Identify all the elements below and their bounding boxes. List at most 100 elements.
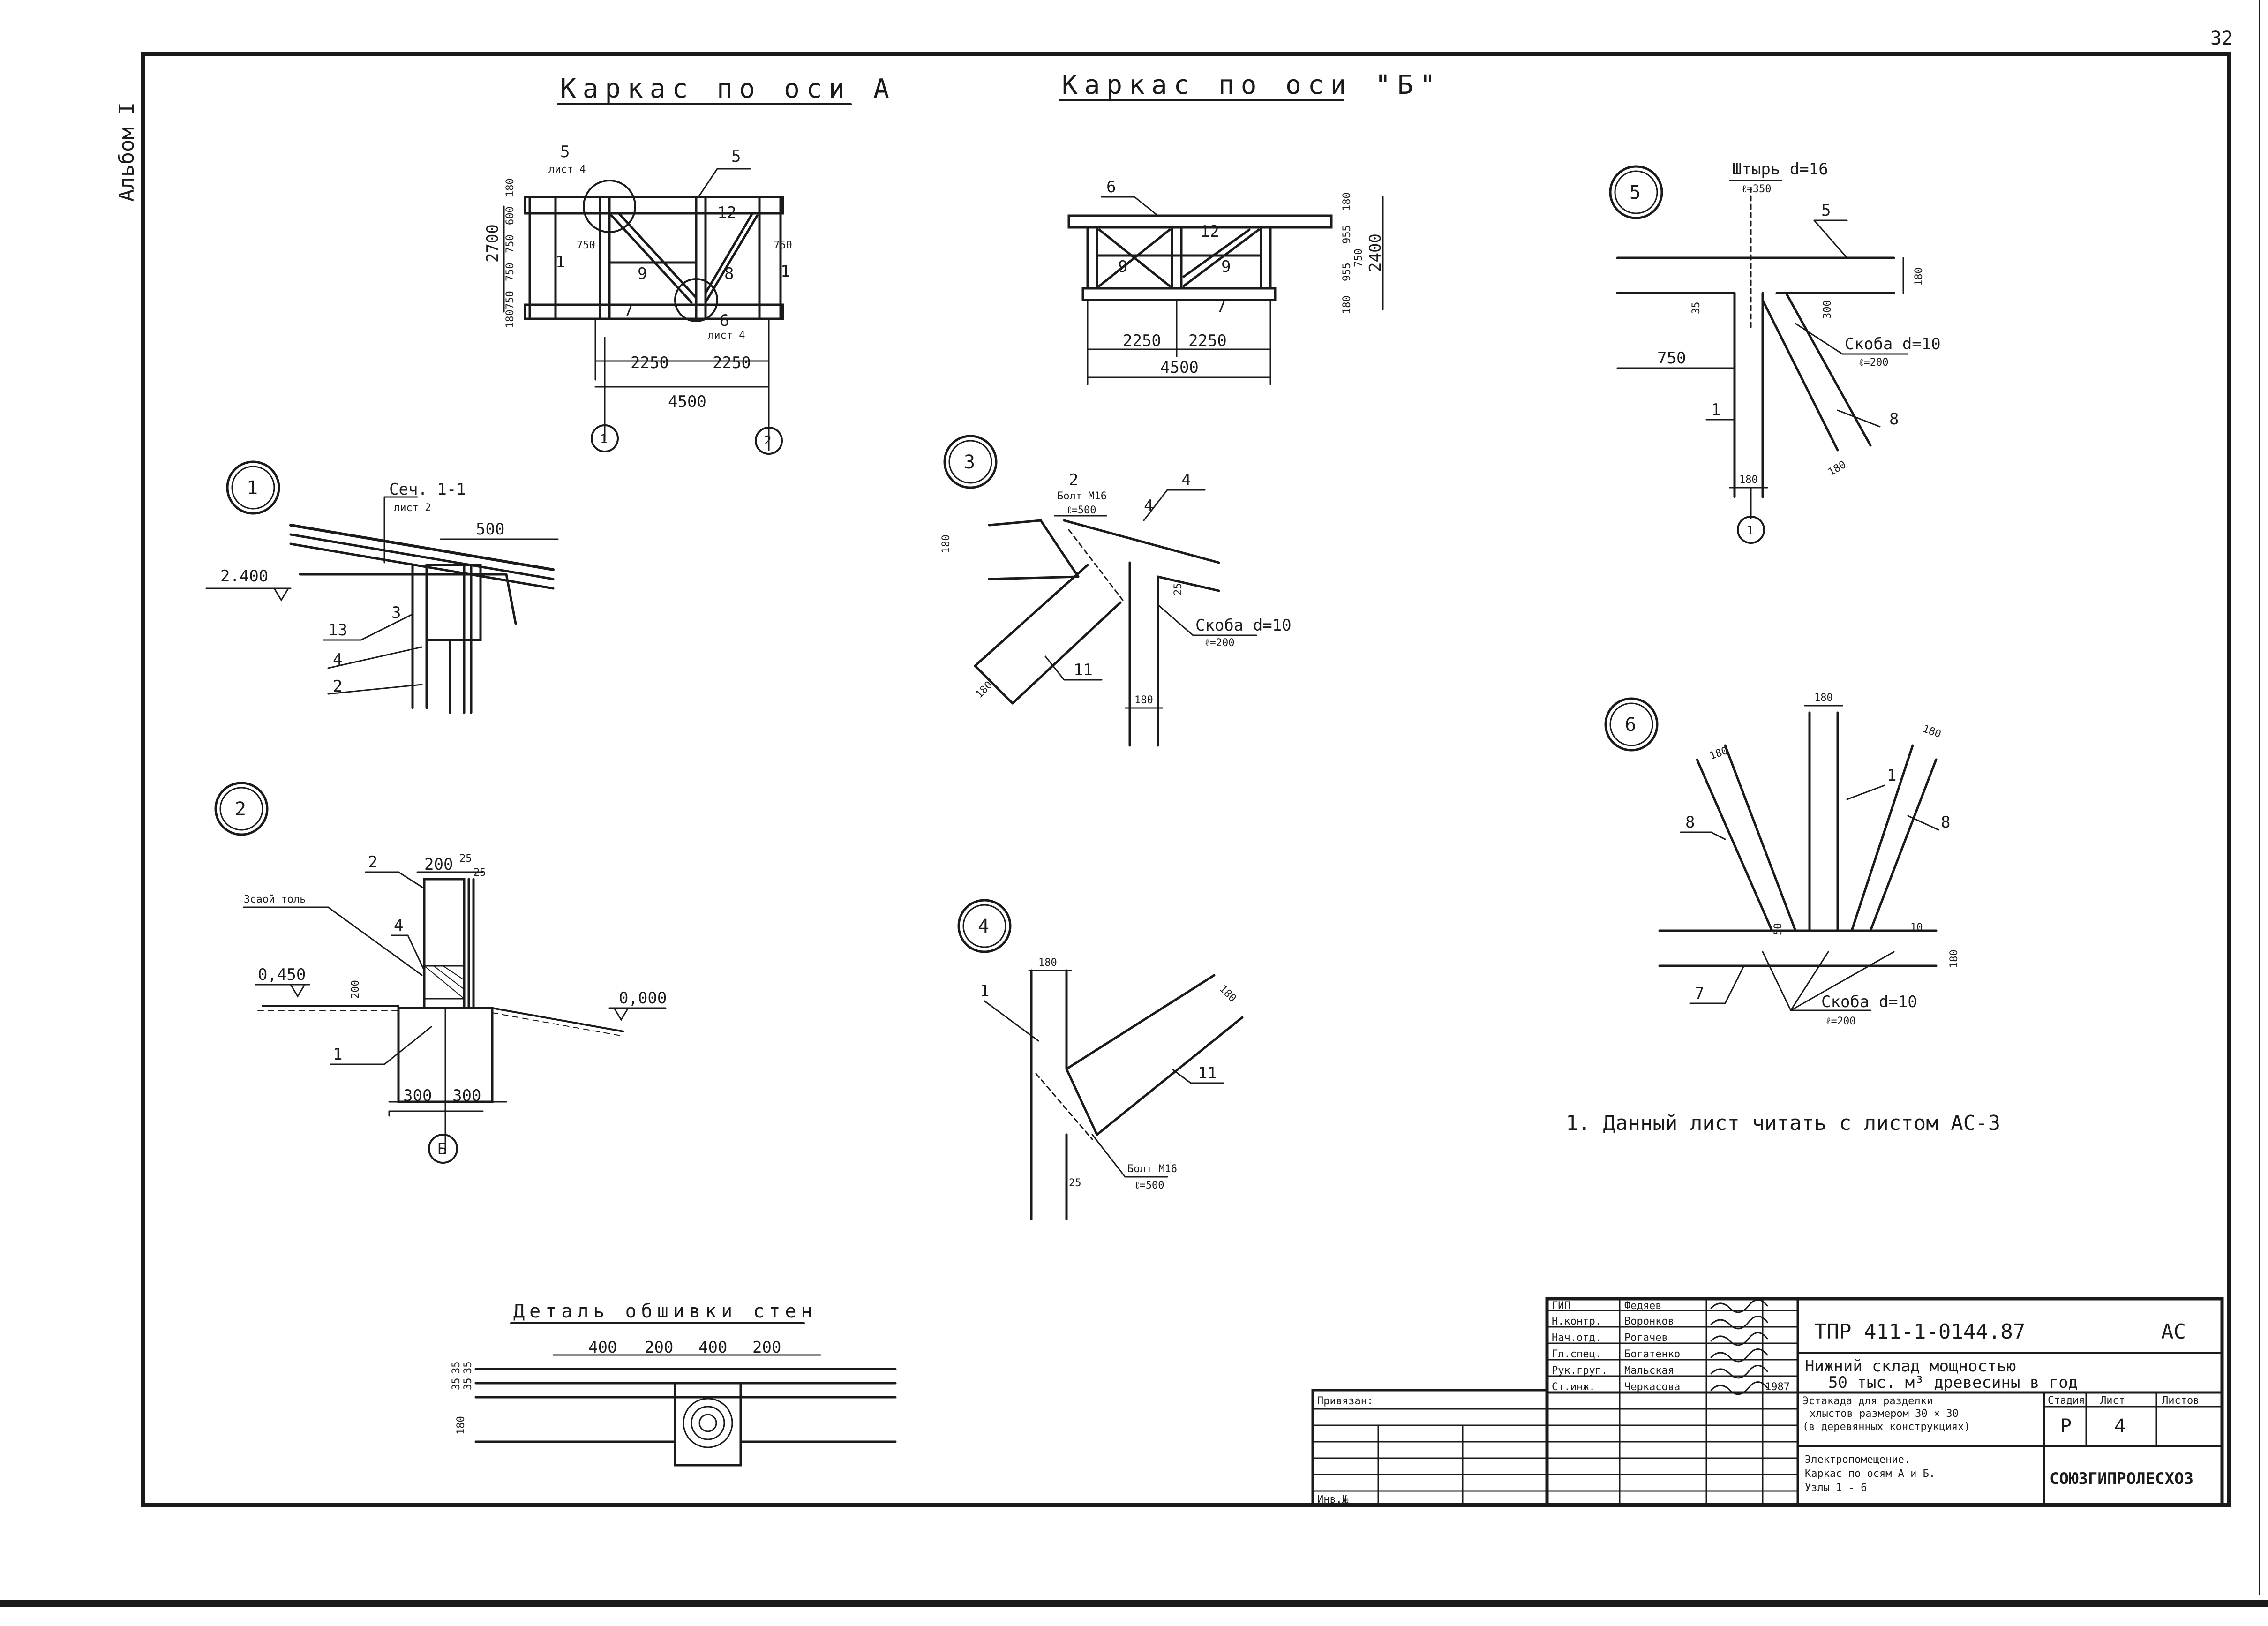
frame-a-sheet-ref-top: лист 4 xyxy=(548,164,586,175)
frame-b-dim-2250-b: 2250 xyxy=(1188,331,1227,350)
frame-a-callout-1-right: 1 xyxy=(781,262,790,281)
frame-a-vdim-2700: 2700 xyxy=(483,224,502,263)
frame-a-vdim-600: 600 xyxy=(504,206,516,225)
node-4-dim-25: 25 xyxy=(1069,1177,1081,1189)
frame-a-callout-8: 8 xyxy=(724,264,734,283)
cladding-vdim-35c: 35 xyxy=(462,1362,474,1374)
frame-a-callout-5a: 5 xyxy=(560,143,570,161)
node-2-callout-1: 1 xyxy=(333,1045,342,1064)
tb-project-1: Нижний склад мощностью xyxy=(1805,1357,2016,1376)
node-2-label-tar: Зсаой толь xyxy=(244,894,306,905)
cladding-vdim-180: 180 xyxy=(455,1416,467,1435)
node-6-number: 6 xyxy=(1625,714,1636,736)
tb-sheet-title-1: Электропомещение. xyxy=(1805,1454,1910,1466)
frame-a-vdim-750a: 750 xyxy=(504,234,516,253)
frame-a-sheet-ref-bottom: лист 4 xyxy=(708,330,745,341)
node-5-dim-35: 35 xyxy=(1690,302,1702,315)
frame-b-vdim-180a: 180 xyxy=(1341,192,1353,211)
sheet-frame xyxy=(141,52,2231,1507)
node-4-bolt-len: ℓ=500 xyxy=(1134,1180,1164,1191)
signature-1 xyxy=(1710,1299,1768,1313)
node-4-dim-180-diag: 180 xyxy=(1217,983,1239,1005)
node-3-detail: 3 2 Болт М16 ℓ=500 4 4 180 180 180 25 Ск… xyxy=(940,435,1292,747)
tb-inv: Инв.№ xyxy=(1317,1494,1348,1506)
frame-b-title: Каркас по оси "Б" xyxy=(1062,70,1442,100)
frame-a-dim-4500: 4500 xyxy=(668,392,706,411)
frame-a-title: Каркас по оси А xyxy=(560,74,896,104)
node-5-callout-1: 1 xyxy=(1711,400,1720,419)
node-3-callout-11: 11 xyxy=(1074,661,1093,679)
tb-object-3: (в деревянных конструкциях) xyxy=(1802,1421,1970,1433)
node-3-dim-180-top: 180 xyxy=(940,534,952,553)
tb-role-5: Рук.груп. xyxy=(1552,1365,1607,1377)
signature-5 xyxy=(1710,1365,1768,1379)
node-1-number: 1 xyxy=(247,477,258,499)
cladding-vdim-35d: 35 xyxy=(462,1378,474,1391)
signature-6 xyxy=(1710,1381,1768,1395)
node-1-level: 2.400 xyxy=(220,567,268,586)
cladding-detail: Деталь обшивки стен 400 200 400 200 35 3… xyxy=(451,1301,897,1467)
tb-object-1: Эстакада для разделки xyxy=(1802,1395,1933,1407)
node-6-bracket: Скоба d=10 xyxy=(1821,993,1917,1011)
node-5-dim-300: 300 xyxy=(1822,300,1833,319)
frame-b-vdim-750: 750 xyxy=(1353,248,1365,267)
frame-b-dim-4500: 4500 xyxy=(1160,358,1199,377)
frame-b-callout-9b: 9 xyxy=(1221,257,1231,276)
node-2-axis: Б xyxy=(437,1140,447,1159)
node-3-number: 3 xyxy=(964,452,975,473)
frame-a-callout-5b: 5 xyxy=(731,147,741,166)
frame-a-vdim-750b: 750 xyxy=(504,263,516,281)
node-3-callout-4b: 4 xyxy=(1144,497,1153,515)
node-2-level-0450: 0,450 xyxy=(258,965,306,984)
node-4-callout-1: 1 xyxy=(980,982,989,1001)
node-6-dim-180-vert: 180 xyxy=(1948,949,1960,968)
tb-mark: АС xyxy=(2161,1320,2186,1344)
node-6-dim-180-left: 180 xyxy=(1708,745,1730,762)
node-3-dim-25: 25 xyxy=(1172,583,1184,596)
tb-stage-header: Стадия xyxy=(2048,1395,2085,1407)
tb-sheet-title-2: Каркас по осям А и Б. xyxy=(1805,1468,1935,1480)
frame-a-vdim-180b: 180 xyxy=(504,309,516,328)
tb-sheet-header: Лист xyxy=(2100,1395,2125,1407)
node-6-dim-180-center: 180 xyxy=(1814,692,1833,704)
node-2-callout-4: 4 xyxy=(394,916,403,935)
node-1-callout-4: 4 xyxy=(333,650,342,669)
frame-a-vdim-750c: 750 xyxy=(504,291,516,309)
tb-role-2: Н.контр. xyxy=(1552,1316,1601,1327)
tb-sheets-header: Листов xyxy=(2162,1395,2199,1407)
frame-a-callout-6: 6 xyxy=(720,311,729,330)
frame-b-vdim-955b: 955 xyxy=(1341,263,1353,281)
node-5-dim-180-diag: 180 xyxy=(1826,459,1848,479)
frame-b-dim-2250-a: 2250 xyxy=(1123,331,1161,350)
tb-tied: Привязан: xyxy=(1317,1395,1373,1407)
node-1-callout-13: 13 xyxy=(328,621,347,640)
node-6-callout-1: 1 xyxy=(1887,766,1896,785)
node-3-bolt: Болт М16 xyxy=(1057,490,1107,502)
signature-4 xyxy=(1710,1348,1768,1363)
frame-b-vdim-955a: 955 xyxy=(1341,225,1353,244)
node-5-axis: 1 xyxy=(1747,524,1754,538)
node-3-callout-2: 2 xyxy=(1069,471,1078,489)
frame-a-elevation: Каркас по оси А 1 2 2250 2250 4500 2700 … xyxy=(483,74,896,455)
frame-a-side-750-right: 750 xyxy=(774,240,792,251)
tb-name-5: Мальская xyxy=(1624,1365,1674,1377)
node-5-pin-len: ℓ=350 xyxy=(1742,183,1772,195)
album-label: Альбом I xyxy=(115,102,139,202)
tb-sheet-title-3: Узлы 1 - 6 xyxy=(1805,1482,1867,1494)
node-2-dim-200: 200 xyxy=(424,855,453,874)
node-2-detail: 2 Б 200 25 25 Зсаой толь 0,450 0,000 200… xyxy=(214,782,667,1164)
frame-b-callout-9a: 9 xyxy=(1118,257,1127,276)
tb-project-2: 50 тыс. м³ древесины в год xyxy=(1828,1373,2078,1392)
node-3-bracket: Скоба d=10 xyxy=(1195,616,1292,635)
node-5-bracket: Скоба d=10 xyxy=(1845,335,1941,354)
node-5-callout-8: 8 xyxy=(1889,410,1899,429)
node-2-dim-25a: 25 xyxy=(459,853,472,865)
frame-a-dim-2250-a: 2250 xyxy=(631,354,669,372)
node-1-callout-2: 2 xyxy=(333,677,342,696)
frame-b-callout-7: 7 xyxy=(1217,297,1226,316)
node-5-dim-180-bottom: 180 xyxy=(1739,474,1758,486)
frame-b-callout-12: 12 xyxy=(1200,222,1219,241)
node-2-callout-2: 2 xyxy=(368,853,377,872)
tb-org: СОЮЗГИПРОЛЕСХОЗ xyxy=(2050,1469,2193,1488)
node-6-dim-10: 10 xyxy=(1910,922,1923,933)
